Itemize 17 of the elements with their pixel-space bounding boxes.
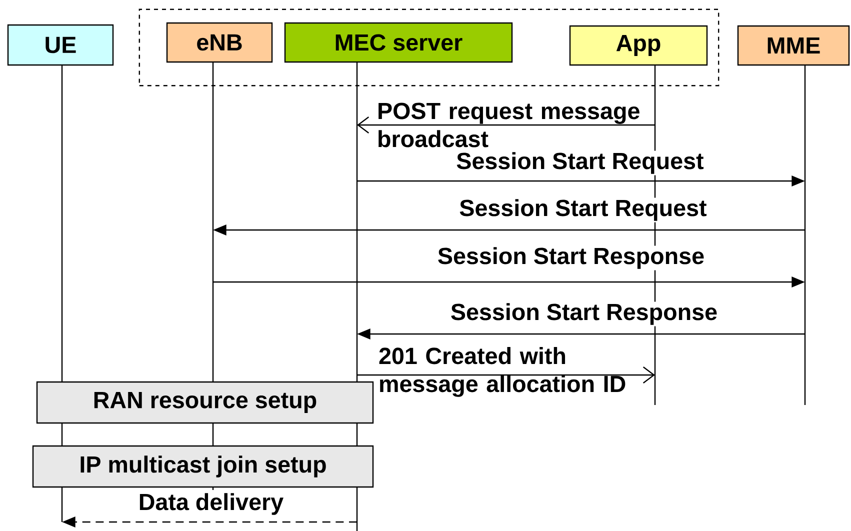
message-label: Session Start Request (454, 150, 706, 176)
arrow (357, 116, 655, 134)
message-label: Data delivery (137, 492, 285, 516)
message-label: Session Start Response (449, 302, 719, 326)
participant-box: App (569, 25, 708, 66)
participant-box: MEC server (284, 22, 513, 63)
participant-box: eNB (166, 22, 273, 63)
message-label: 201 Created with message allocation ID (379, 347, 626, 397)
process-box: IP multicast join setup (32, 445, 374, 488)
group-frame (138, 8, 720, 86)
arrow (357, 366, 655, 384)
process-box: RAN resource setup (36, 381, 374, 424)
message-label: POST request message broadcast (378, 102, 640, 148)
message-label: Session Start Response (436, 246, 706, 270)
participant-box: UE (7, 24, 114, 66)
participant-box: MME (737, 25, 850, 66)
message-label: Session Start Request (458, 198, 708, 222)
